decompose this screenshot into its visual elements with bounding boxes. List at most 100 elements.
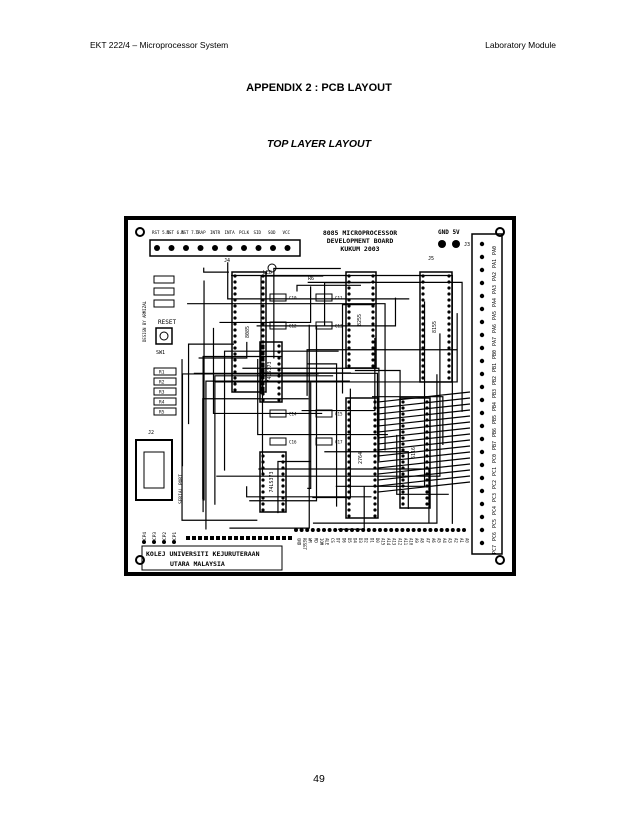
ic-pin: [261, 484, 265, 488]
resistor: [153, 367, 177, 376]
bottom-pin-pad: [422, 528, 427, 532]
right-port-pad: [479, 410, 485, 416]
trace: [216, 333, 441, 477]
trace: [249, 325, 318, 502]
ic-pin: [233, 334, 237, 338]
ic-pin: [233, 304, 237, 308]
trace: [307, 363, 338, 507]
ic-pin: [401, 412, 405, 416]
resistor: [153, 377, 177, 386]
ic-pin: [261, 322, 265, 326]
ic-pin: [447, 334, 451, 338]
led-component: [267, 263, 277, 273]
trace: [341, 304, 375, 394]
ic-pin: [447, 340, 451, 344]
ic-pin: [401, 430, 405, 434]
bottom-pin-label: A5: [437, 538, 442, 543]
ic-pin: [261, 310, 265, 314]
right-port-label: PC5: [492, 519, 498, 528]
trace: [202, 280, 205, 501]
top-pin-label: PCLK: [239, 230, 250, 235]
ic-pin: [277, 362, 281, 366]
right-port-label: PC7: [492, 545, 498, 554]
bottom-pin-pad: [310, 528, 315, 532]
ic-pin: [233, 388, 237, 392]
ic-pin: [447, 292, 451, 296]
ic-pin: [425, 502, 429, 506]
ic-pin: [347, 352, 351, 356]
header-pin: [288, 536, 292, 540]
trace: [377, 409, 471, 421]
bottom-pin-pad: [428, 528, 433, 532]
ic-pin: [373, 472, 377, 476]
bottom-pin-label: IOM: [319, 538, 324, 546]
trace: [377, 391, 471, 403]
ic-pin: [347, 322, 351, 326]
bottom-pin-label: D0: [375, 538, 380, 543]
trace: [371, 396, 444, 446]
right-port-pad: [479, 475, 485, 481]
ic-pin: [371, 322, 375, 326]
ic-pin: [401, 502, 405, 506]
right-port-label: PB2: [492, 376, 498, 385]
ic-pin: [261, 280, 265, 284]
right-port-pad: [479, 540, 485, 546]
ic-pin: [401, 472, 405, 476]
right-port-label: PC1: [492, 467, 498, 476]
bottom-pin-label: CS: [330, 538, 335, 543]
trace: [377, 451, 471, 463]
bottom-pin-label: A9: [414, 538, 419, 543]
ic-pin: [401, 406, 405, 410]
header-pin: [186, 536, 190, 540]
design-credit: DESIGN BY ARMIZAL: [142, 300, 147, 342]
institution-box: [141, 545, 283, 571]
ic-pin: [447, 376, 451, 380]
ic-pin: [421, 316, 425, 320]
ic-pin: [371, 292, 375, 296]
reset-label: RESET: [158, 319, 176, 326]
ic-pin: [371, 346, 375, 350]
top-pin-label: RST 5.5: [152, 230, 170, 235]
top-pin-pad: [212, 245, 218, 251]
right-port-pad: [479, 358, 485, 364]
bottom-pin-pad: [417, 528, 422, 532]
ic-pin: [447, 358, 451, 362]
bottom-pin-pad: [445, 528, 450, 532]
ic-pin: [373, 460, 377, 464]
bottom-pin-label: ALE: [325, 538, 330, 546]
bottom-left-port-pad: [172, 540, 176, 544]
bottom-pin-pad: [411, 528, 416, 532]
bottom-pin-pad: [333, 528, 338, 532]
trace: [377, 427, 471, 439]
bottom-pin-label: A8: [420, 538, 425, 543]
header-pin: [216, 536, 220, 540]
bottom-pin-label: A15: [381, 538, 386, 546]
header-pin: [276, 536, 280, 540]
right-port-label: PA0: [492, 246, 498, 255]
trace: [193, 372, 379, 437]
right-port-label: PC3: [492, 493, 498, 502]
header-pin: [204, 536, 208, 540]
page-number: 49: [313, 773, 325, 785]
ic-pin: [425, 496, 429, 500]
right-port-label: PB3: [492, 389, 498, 398]
header-pin: [252, 536, 256, 540]
ic-pin: [261, 286, 265, 290]
trace: [181, 373, 319, 467]
ic-pin: [421, 298, 425, 302]
right-port-pad: [479, 319, 485, 325]
trace: [203, 267, 229, 273]
right-port-label: PA2: [492, 272, 498, 281]
ic-pin: [261, 362, 265, 366]
header-pin: [228, 536, 232, 540]
trace: [377, 397, 471, 409]
right-port-label: PC2: [492, 480, 498, 489]
ic-pin: [261, 368, 265, 372]
section-subtitle: TOP LAYER LAYOUT: [266, 138, 372, 150]
ic-pin: [281, 490, 285, 494]
right-port-labels: PA0PA1PA2PA3PA4PA5PA6PA7PB0PB1PB2PB3PB4P…: [479, 241, 498, 554]
right-port-pad: [479, 501, 485, 507]
header-pin: [270, 536, 274, 540]
ic-pin: [261, 292, 265, 296]
right-port-pad: [479, 371, 485, 377]
